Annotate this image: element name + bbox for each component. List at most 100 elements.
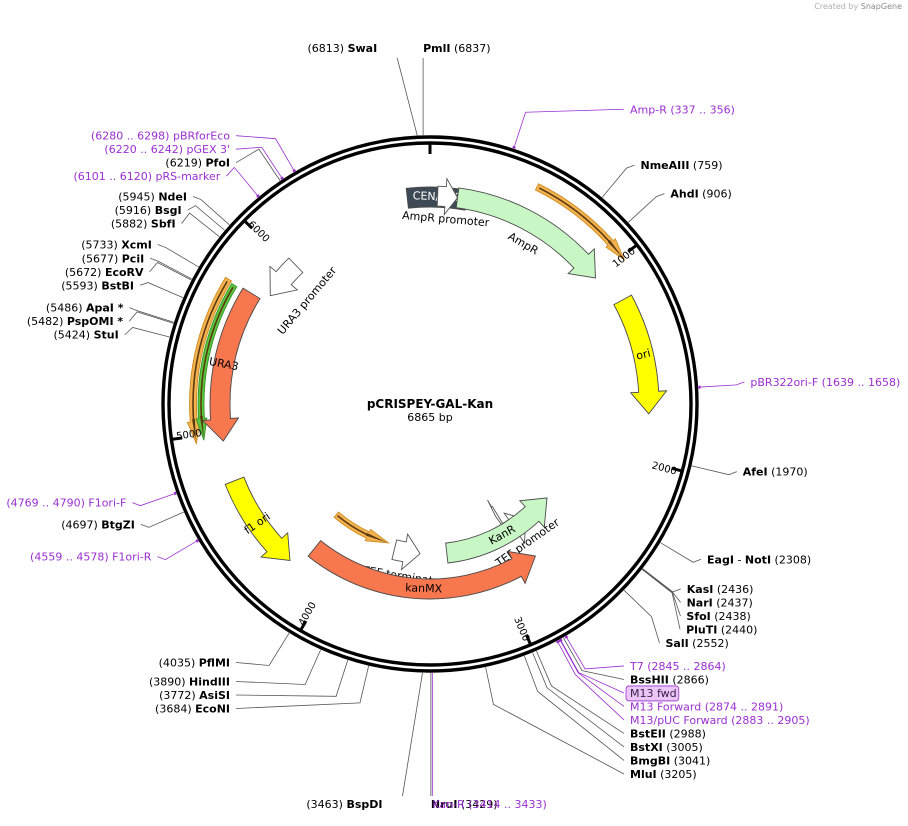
primer-label-pbr322ori: pBR322ori-F (1639 .. 1658) [698, 376, 900, 389]
enzyme-label-nmeaiii: NmeAIII (759) [601, 159, 723, 198]
leader-line-bstxi [532, 652, 625, 748]
leader-line-xcmi [157, 244, 199, 268]
leader-line-f1orif [132, 492, 177, 507]
leader-line-kasi [642, 568, 681, 593]
enzyme-text-bmgbi: BmgBI (3041) [630, 754, 710, 767]
enzyme-text-asisi: (3772) AsiSI [159, 689, 230, 702]
leader-line-ampr [513, 108, 625, 149]
enzyme-text-econi: (3684) EcoNI [155, 702, 230, 715]
primer-label-kanr: Kan-R (3414 .. 3433) [431, 672, 547, 811]
enzyme-text-kasi: KasI (2436) [687, 583, 754, 596]
enzyme-text-xcmi: (5733) XcmI [81, 239, 152, 252]
leader-line-pgex3 [235, 146, 283, 180]
enzyme-label-kasi: KasI (2436) [642, 568, 754, 596]
enzyme-text-mlui: MluI (3205) [630, 768, 697, 781]
primer-label-pgex3: (6220 .. 6242) pGEX 3' [104, 143, 284, 180]
enzyme-text-nrui: NruI (3429) [431, 798, 498, 811]
enzyme-label-bspdi: (3463) BspDI [306, 672, 423, 811]
leader-line-bstbi [139, 282, 184, 298]
feature-ori [613, 294, 668, 415]
enzyme-label-nrui: NruI (3429) [430, 673, 498, 811]
feature-ura3 [201, 287, 261, 442]
enzyme-text-hindiii: (3890) HindIII [149, 675, 230, 688]
enzyme-text-stui: (5424) StuI [54, 329, 119, 342]
backbone-outer-strand [161, 135, 699, 673]
enzyme-label-bsteii: BstEII (2988) [536, 650, 706, 740]
feature-label-kanmx: kanMX [405, 581, 443, 595]
feature-ura3-promoter [269, 257, 304, 297]
ruler-tick [671, 466, 682, 473]
enzyme-label-bmgbi: BmgBI (3041) [523, 655, 710, 767]
leader-line-t7 [565, 635, 625, 670]
leader-line-sfoi [642, 568, 681, 617]
leader-line-sbfi [181, 212, 220, 238]
enzyme-text-nmeaiii: NmeAIII (759) [641, 159, 723, 172]
primer-label-m13puc: M13/pUC Forward (2883 .. 2905) [555, 640, 810, 727]
leader-line-pcii [150, 257, 193, 280]
enzyme-label-apai: (5486) ApaI * [46, 302, 174, 323]
leader-line-f1orir [157, 539, 199, 561]
enzyme-text-pluti: PluTI (2440) [686, 623, 757, 636]
leader-line-nmeaiii [601, 164, 635, 198]
backbone-inner-strand [167, 141, 693, 667]
leader-line-mlui [485, 667, 625, 775]
leader-line-pbr322ori [698, 381, 745, 388]
primer-text-kanr: Kan-R (3414 .. 3433) [432, 798, 546, 811]
enzyme-text-eagi: EagI - NotI (2308) [707, 553, 811, 566]
enzyme-label-asisi: (3772) AsiSI [159, 659, 349, 702]
primer-label-f1orif: (4769 .. 4790) F1ori-F [6, 491, 177, 510]
enzyme-label-swai: (6813) SwaI [308, 42, 418, 136]
enzyme-label-bstbi: (5593) BstBI [61, 279, 184, 298]
enzyme-label-bsshii: BssHII (2866) [562, 637, 709, 686]
enzyme-text-swai: (6813) SwaI [308, 42, 378, 55]
enzyme-text-ahdi: AhdI (906) [670, 188, 731, 201]
feature-ampr-promoter [436, 177, 459, 216]
leader-line-hindiii [235, 649, 321, 685]
enzyme-text-bsteii: BstEII (2988) [630, 727, 706, 740]
leader-line-m13puc [556, 640, 625, 721]
leader-line-bsgi [187, 205, 225, 231]
enzyme-label-ahdi: AhdI (906) [628, 188, 732, 223]
enzyme-text-sali: SalI (2552) [665, 637, 728, 650]
primer-text-f1orir: (4559 .. 4578) F1ori-R [30, 551, 152, 564]
enzyme-text-afei: AfeI (1970) [743, 466, 808, 479]
primer-text-ampr: Amp-R (337 .. 356) [630, 103, 735, 116]
leader-line-bmgbi [523, 655, 625, 761]
leader-line-stui [124, 327, 170, 338]
primer-text-m13puc: M13/pUC Forward (2883 .. 2905) [630, 714, 810, 727]
backbone-circle [161, 135, 699, 673]
ruler-tick [172, 436, 183, 441]
enzyme-label-xcmi: (5733) XcmI [81, 239, 199, 268]
enzyme-text-ndei: (5945) NdeI [118, 191, 187, 204]
enzyme-labels: NmeAIII (759) AhdI (906) AfeI (1970) EagI -… [27, 42, 811, 811]
leader-line-prsmarker [226, 166, 259, 197]
feature-ampr [455, 187, 596, 279]
enzyme-label-sfoi: SfoI (2438) [642, 568, 751, 623]
credit-prefix: Created by [814, 2, 859, 11]
leader-line-asisi [235, 659, 349, 697]
ruler-tick-label: 6000 [245, 219, 271, 245]
leader-line-ndei [192, 196, 230, 226]
leader-line-bspdi [402, 672, 423, 797]
leader-line-m13fwd [559, 639, 625, 694]
primer-label-f1orir: (4559 .. 4578) F1ori-R [30, 539, 199, 564]
credit-brand: SnapGene [860, 2, 902, 11]
enzyme-label-bsgi: (5916) BsgI [115, 204, 225, 231]
ruler-tick-label: 3000 [511, 615, 531, 643]
primer-label-t7: T7 (2845 .. 2864) [564, 635, 726, 673]
primer-labels: Amp-R (337 .. 356) pBR322ori-F (1639 .. 1… [6, 103, 900, 811]
leader-line-ahdi [628, 193, 665, 223]
feature-tef-terminator [391, 532, 421, 571]
leader-line-ecorv [149, 262, 192, 281]
enzyme-text-bsgi: (5916) BsgI [115, 204, 182, 217]
primer-text-f1orif: (4769 .. 4790) F1ori-F [6, 497, 126, 510]
ruler-tick [299, 620, 308, 631]
leader-line-bsteii [536, 650, 625, 734]
leader-line-m13forward [559, 639, 625, 707]
ruler-tick-label: 5000 [176, 428, 203, 442]
leader-line-apai [129, 307, 174, 323]
feature-kanr-feature [445, 497, 548, 564]
feature-f1-ori [224, 476, 291, 562]
